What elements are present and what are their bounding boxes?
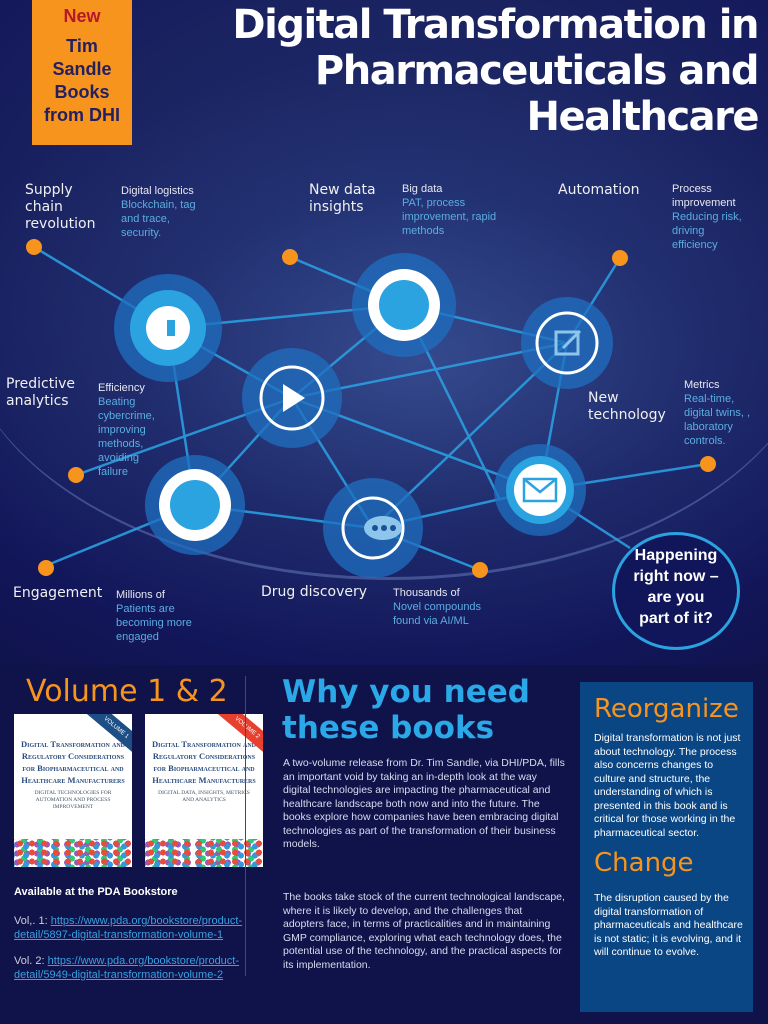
callout-line: Happening [634,547,718,564]
change-text: The disruption caused by the digital tra… [594,892,743,958]
desc-heading: Big data [402,183,443,195]
desc-detail: Novel compounds found via AI/ML [393,601,482,627]
why-paragraph-1: A two-volume release from Dr. Tim Sandle… [283,757,565,850]
node-label-new-technology: New technology [588,390,666,423]
node-label-drug-discovery: Drug discovery [261,584,368,600]
callout-circle: Happening right now – are you part of it… [612,532,740,650]
edit-icon [535,311,599,375]
network-diagram [26,239,716,578]
column-divider [245,676,246,976]
available-label: Available at the PDA Bookstore [14,886,178,898]
title-line: Pharmaceuticals and [314,48,760,94]
book-cover-volume-2[interactable]: VOLUME 2 Digital Transformation and Regu… [145,714,263,867]
callout-line: part of it? [639,610,713,627]
badge-line: Tim [66,36,98,56]
callout-line: are you [647,589,705,606]
new-books-badge: New Tim Sandle Books from DHI [32,0,132,145]
node-label-supply-chain: Supply chain revolution [25,182,96,232]
desc-detail: Beating cybercrime, improving methods, a… [98,396,155,478]
desc-detail: Blockchain, tag and trace, security. [121,199,196,239]
ring-icon [159,469,231,541]
node-label-data-insights: New data insights [309,182,376,215]
title-line: Digital Transformation in [232,2,759,48]
badge-new: New [63,6,101,26]
node-label-automation: Automation [558,182,640,198]
title-line: Healthcare [526,94,760,140]
book-title: Digital Transformation and Regulatory Co… [151,739,257,785]
node-desc-supply-chain: Digital logistics Blockchain, tag and tr… [121,184,206,240]
badge-line: from DHI [44,105,120,125]
globe-horizon [0,60,768,580]
desc-detail: PAT, process improvement, rapid methods [402,197,497,237]
mail-icon [506,456,574,524]
node-label-predictive-analytics: Predictive analytics [6,376,76,409]
desc-heading: Process improvement [672,183,736,209]
volume-2-link[interactable]: https://www.pda.org/bookstore/product-de… [14,955,240,981]
volume-1-link[interactable]: https://www.pda.org/bookstore/product-de… [14,915,243,941]
desc-heading: Metrics [684,379,720,391]
desc-heading: Digital logistics [121,185,194,197]
badge-line: Books [54,82,110,102]
why-heading: Why you need these books [282,674,530,746]
link-prefix: Vol. 2: [14,955,48,967]
hero-infographic: New Tim Sandle Books from DHI Digital Tr… [0,0,768,665]
book-subtitle: DIGITAL TECHNOLOGIES FOR AUTOMATION AND … [34,790,112,810]
node-desc-data-insights: Big data PAT, process improvement, rapid… [402,182,502,238]
book-subtitle: DIGITAL DATA, INSIGHTS, METRICS AND ANAL… [158,790,250,803]
volumes-heading: Volume 1 & 2 [26,674,228,709]
chat-icon [341,496,405,560]
book-cover-volume-1[interactable]: VOLUME 1 Digital Transformation and Regu… [14,714,132,867]
node-desc-automation: Process improvement Reducing risk, drivi… [672,182,742,252]
link-prefix: Vol,. 1: [14,915,51,927]
play-icon [259,365,325,431]
why-heading-line: these books [282,710,495,746]
reorganize-heading: Reorganize [594,694,739,724]
dots-pattern [14,839,132,867]
node-label-engagement: Engagement [13,585,103,601]
change-heading: Change [594,848,694,878]
desc-heading: Millions of [116,589,165,601]
why-paragraph-2: The books take stock of the current tech… [283,891,565,971]
volume-1-link-row: Vol,. 1: https://www.pda.org/bookstore/p… [14,914,254,942]
dots-pattern [145,839,263,867]
node-desc-predictive-analytics: Efficiency Beating cybercrime, improving… [98,381,158,479]
desc-detail: Patients are becoming more engaged [116,603,192,643]
cloud-icon [130,290,206,366]
desc-detail: Reducing risk, driving efficiency [672,211,742,251]
desc-heading: Thousands of [393,587,460,599]
why-heading-line: Why you need [282,674,530,710]
page-title: Digital Transformation in Pharmaceutical… [198,2,760,140]
desc-detail: Real-time, digital twins, , laboratory c… [684,393,751,447]
book-title: Digital Transformation and Regulatory Co… [20,739,126,785]
volume-2-link-row: Vol. 2: https://www.pda.org/bookstore/pr… [14,954,254,982]
node-desc-engagement: Millions of Patients are becoming more e… [116,588,198,644]
ring-icon [368,269,440,341]
info-panel: Reorganize Digital transformation is not… [580,682,753,1012]
node-desc-new-technology: Metrics Real-time, digital twins, , labo… [684,378,760,448]
reorganize-text: Digital transformation is not just about… [594,732,741,839]
badge-line: Sandle [52,59,112,79]
callout-line: right now – [633,568,719,585]
desc-heading: Efficiency [98,382,145,394]
node-desc-drug-discovery: Thousands of Novel compounds found via A… [393,586,488,628]
